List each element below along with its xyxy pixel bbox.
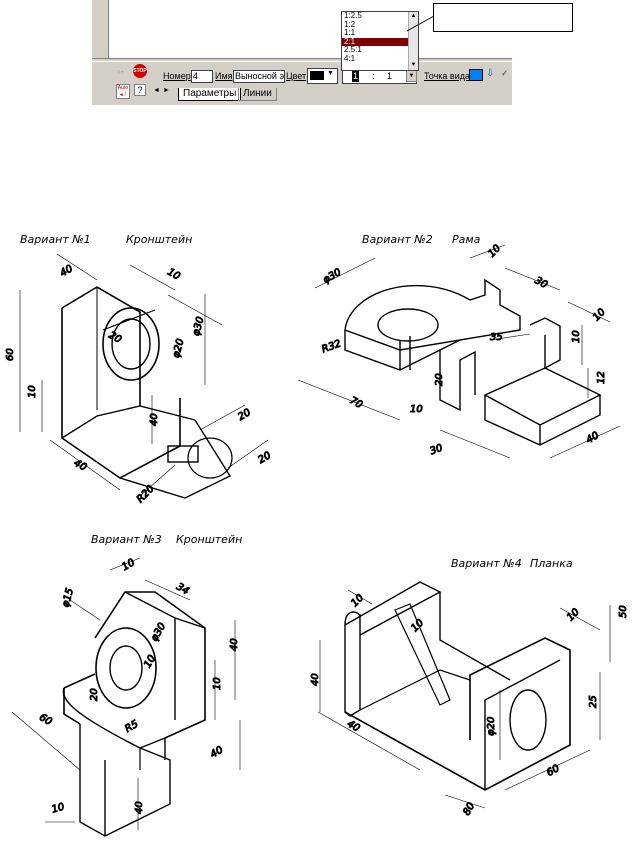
scale-option[interactable]: 1:2 bbox=[344, 19, 356, 29]
svg-text:10: 10 bbox=[571, 330, 582, 343]
number-input[interactable]: 4 bbox=[191, 70, 213, 83]
view-point-icon[interactable]: ⇩ bbox=[486, 68, 495, 79]
svg-text:40: 40 bbox=[134, 801, 145, 814]
svg-text:20: 20 bbox=[434, 373, 445, 386]
callout-box bbox=[433, 3, 573, 32]
color-swatch bbox=[310, 71, 324, 80]
svg-text:20: 20 bbox=[257, 450, 274, 466]
variant-3-drawing: 10 34 φ15 φ30 10 20 R5 40 10 60 40 40 10 bbox=[11, 557, 241, 837]
name-input[interactable]: Выносной э bbox=[233, 70, 285, 83]
svg-text:10: 10 bbox=[165, 267, 182, 283]
scale-option[interactable]: 1:2.5 bbox=[344, 11, 362, 20]
svg-text:20: 20 bbox=[107, 330, 124, 346]
help-label: ? bbox=[137, 85, 143, 95]
callout-leader bbox=[406, 15, 435, 32]
scale-right-value[interactable]: 1 bbox=[387, 71, 393, 81]
color-select[interactable]: ▼ bbox=[307, 68, 338, 84]
scale-option[interactable]: 1:1 bbox=[344, 28, 356, 38]
svg-text:10: 10 bbox=[565, 607, 582, 624]
svg-text:10: 10 bbox=[120, 557, 137, 573]
chevron-down-icon: ▼ bbox=[327, 70, 334, 77]
svg-text:10: 10 bbox=[212, 677, 223, 690]
grip-handle[interactable]: ≡+ bbox=[117, 70, 125, 76]
scale-option[interactable]: 2.5:1 bbox=[344, 45, 362, 55]
svg-text:10: 10 bbox=[409, 617, 426, 634]
scroll-down-icon[interactable]: ▼ bbox=[410, 62, 417, 68]
svg-text:10: 10 bbox=[591, 307, 608, 324]
scale-option[interactable]: 4:1 bbox=[344, 53, 356, 63]
variant-4-drawing: 10 10 10 50 40 40 φ20 25 60 80 bbox=[310, 581, 630, 818]
svg-text:R5: R5 bbox=[123, 719, 140, 735]
tab-parameters[interactable]: Параметры bbox=[178, 88, 242, 101]
svg-text:25: 25 bbox=[588, 695, 599, 708]
svg-text:12: 12 bbox=[596, 371, 607, 384]
tab-scroll-left-icon[interactable]: ◄ bbox=[153, 87, 160, 94]
variant-4-title: Вариант №4 bbox=[451, 557, 522, 570]
svg-text:40: 40 bbox=[345, 719, 362, 735]
dropdown-scrollbar[interactable]: ▲ ▼ bbox=[408, 12, 418, 70]
svg-text:40: 40 bbox=[310, 673, 321, 686]
svg-text:φ30: φ30 bbox=[149, 621, 168, 643]
tab-scroll-right-icon[interactable]: ► bbox=[163, 87, 170, 94]
svg-text:34: 34 bbox=[174, 581, 191, 597]
variant-1-drawing: 60 10 40 10 20 φ30 φ20 40 40 20 20 R20 bbox=[5, 253, 274, 506]
panel-divider bbox=[92, 58, 512, 62]
variant-2-title: Вариант №2 bbox=[362, 233, 433, 246]
variant-2-name: Рама bbox=[452, 233, 481, 246]
help-button[interactable]: ? bbox=[134, 84, 146, 96]
svg-text:30: 30 bbox=[429, 443, 445, 458]
svg-text:20: 20 bbox=[89, 688, 100, 701]
svg-text:10: 10 bbox=[486, 243, 503, 260]
number-label: Номер bbox=[163, 71, 191, 81]
svg-text:70: 70 bbox=[348, 395, 365, 411]
svg-text:40: 40 bbox=[229, 638, 240, 651]
svg-text:10: 10 bbox=[349, 592, 366, 609]
svg-text:60: 60 bbox=[545, 763, 562, 779]
variant-3-title: Вариант №3 bbox=[91, 533, 162, 546]
scale-separator: : bbox=[372, 71, 375, 81]
svg-text:10: 10 bbox=[27, 385, 38, 398]
svg-text:20: 20 bbox=[236, 407, 253, 423]
chevron-down-icon: ▼ bbox=[408, 73, 415, 79]
svg-text:60: 60 bbox=[37, 712, 54, 728]
svg-text:30: 30 bbox=[533, 275, 550, 291]
stop-label: STOP bbox=[133, 68, 147, 74]
svg-text:φ20: φ20 bbox=[486, 717, 497, 736]
auto-create-button[interactable]: Auto◄┘ bbox=[116, 84, 130, 99]
svg-text:R32: R32 bbox=[320, 338, 342, 355]
svg-text:10: 10 bbox=[51, 802, 66, 816]
svg-text:40: 40 bbox=[209, 745, 226, 761]
checkmark-icon[interactable]: ✓ bbox=[501, 68, 509, 78]
color-label: Цвет bbox=[286, 71, 307, 81]
variant-1-title: Вариант №1 bbox=[20, 233, 91, 246]
variant-2-drawing: φ30 10 30 10 R32 35 10 20 12 70 10 30 40 bbox=[297, 242, 621, 459]
variant-1-name: Кронштейн bbox=[126, 233, 193, 246]
scale-left-value[interactable]: 1 bbox=[352, 70, 360, 82]
svg-text:40: 40 bbox=[72, 458, 89, 474]
svg-text:80: 80 bbox=[461, 801, 477, 818]
svg-text:40: 40 bbox=[585, 430, 602, 446]
name-label: Имя bbox=[215, 71, 233, 81]
variant-4-name: Планка bbox=[530, 557, 573, 570]
svg-text:φ30: φ30 bbox=[321, 267, 343, 286]
svg-text:10: 10 bbox=[410, 404, 423, 415]
scroll-up-icon[interactable]: ▲ bbox=[410, 13, 417, 19]
tab-lines[interactable]: Линии bbox=[238, 88, 277, 101]
view-point-label: Точка вида bbox=[424, 71, 470, 81]
svg-text:35: 35 bbox=[490, 332, 503, 343]
svg-text:40: 40 bbox=[58, 263, 75, 279]
svg-text:φ20: φ20 bbox=[171, 338, 187, 360]
svg-text:50: 50 bbox=[618, 605, 629, 618]
svg-text:φ30: φ30 bbox=[191, 316, 207, 338]
scale-option[interactable]: 2:1 bbox=[342, 37, 418, 47]
svg-text:40: 40 bbox=[149, 413, 160, 426]
svg-text:φ15: φ15 bbox=[60, 587, 76, 609]
variant-3-name: Кронштейн bbox=[176, 533, 243, 546]
svg-text:60: 60 bbox=[5, 348, 16, 361]
stop-button[interactable]: STOP bbox=[133, 64, 147, 78]
svg-text:R20: R20 bbox=[135, 483, 157, 505]
view-point-active-button[interactable] bbox=[469, 69, 483, 81]
